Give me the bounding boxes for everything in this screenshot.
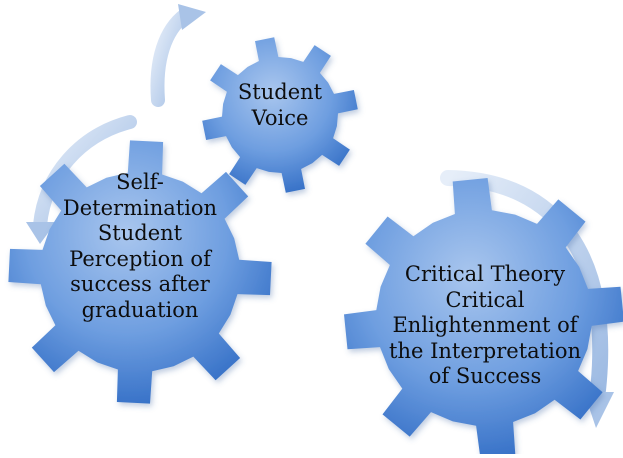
gear-label-critical-theory: Critical Theory Critical Enlightenment o… [370,262,600,390]
gear-label-line: Student [97,221,183,246]
cycle-arrow-left [33,115,137,232]
gear-self-determination [8,140,272,404]
gear-critical-theory [344,178,623,458]
gear-label-line: Critical Theory [404,262,566,286]
gear-label-line: graduation [81,298,199,323]
gear-label-line: Voice [251,105,309,130]
gear-label-line: Enlightenment of [392,313,578,338]
gear-label-line: Perception of [69,246,211,271]
gear-label-line: success after [70,272,210,297]
cycle-arrow-top-head [178,4,206,30]
gear-label-self-determination: Self- Determination Student Perception o… [25,170,255,324]
gear-student-voice [202,37,358,193]
cycle-arrow-top [150,8,192,107]
cycle-arrow-left-head [26,222,56,244]
gear-label-line: the Interpretation [389,338,581,363]
gear-label-line: Self- [116,170,164,194]
gear-label-line: of Success [428,364,542,389]
gear-label-line: Determination [62,195,218,220]
gear-label-line: Critical [445,287,525,312]
gear-label-line: Student [237,80,323,104]
gear-label-student-voice: Student Voice [215,80,345,131]
